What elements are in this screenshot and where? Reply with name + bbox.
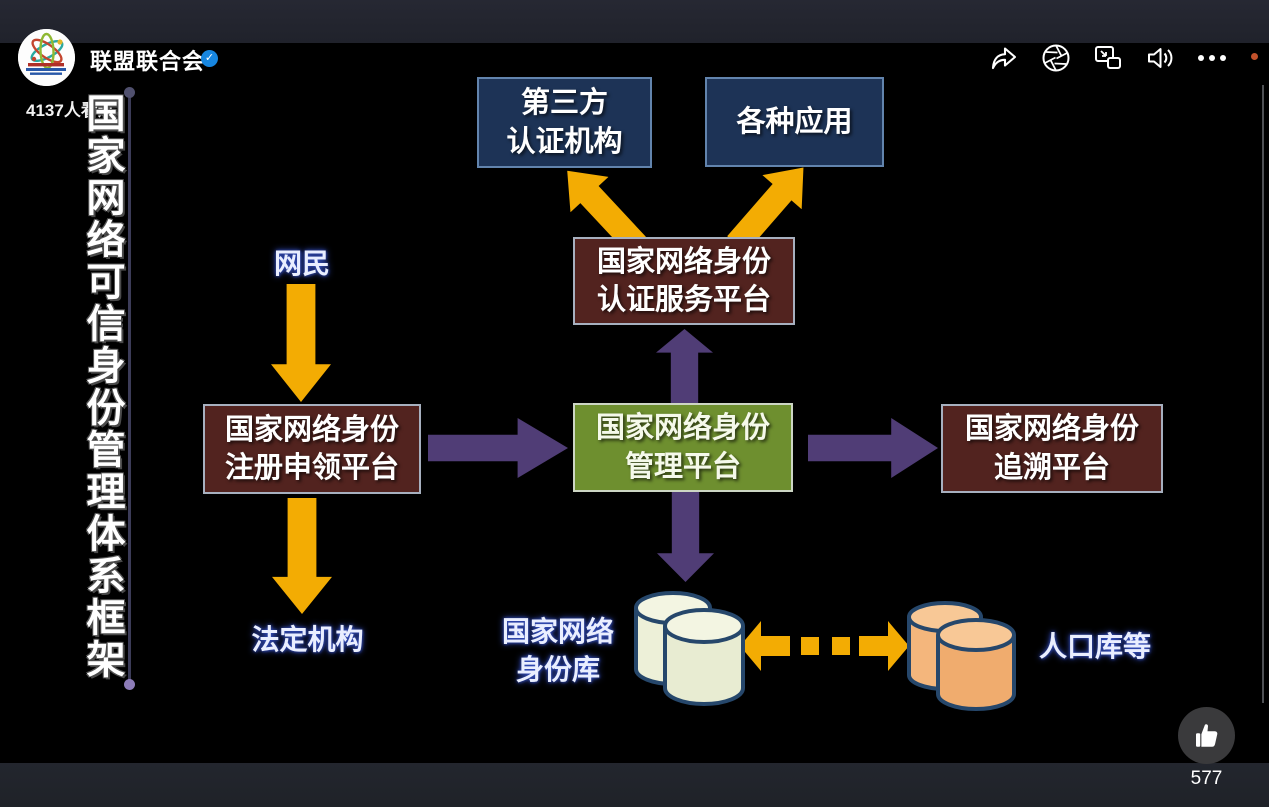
- box-line: 各种应用: [736, 105, 853, 138]
- view-count: 4137人看过: [26, 101, 115, 120]
- box-register-platform: 国家网络身份 注册申领平台: [203, 404, 421, 494]
- like-count: 577: [1190, 768, 1223, 789]
- box-line: 注册申领平台: [224, 452, 399, 484]
- box-line: 认证服务平台: [596, 284, 771, 316]
- arrow-manage-to-identity-db: [657, 492, 714, 582]
- identity-database-cylinders: [634, 591, 745, 706]
- label-legal-org: 法定机构: [251, 624, 364, 655]
- box-line: 认证机构: [506, 125, 623, 158]
- box-trace-platform: 国家网络身份 追溯平台: [941, 404, 1163, 493]
- title-rule-dot-bottom: [124, 679, 135, 690]
- thumbs-up-icon: [1195, 723, 1217, 747]
- arrow-register-to-manage: [428, 418, 568, 478]
- channel-avatar[interactable]: [18, 29, 75, 86]
- share-icon: [991, 46, 1016, 69]
- box-applications: 各种应用: [705, 77, 884, 167]
- box-line: 第三方: [520, 87, 608, 120]
- box-line: 国家网络身份: [595, 412, 770, 445]
- label-line: 身份库: [515, 653, 600, 685]
- box-line: 追溯平台: [993, 451, 1110, 484]
- effects-button[interactable]: [1040, 42, 1071, 73]
- like-button[interactable]: [1178, 707, 1235, 764]
- box-management-platform: 国家网络身份 管理平台: [573, 403, 793, 492]
- arrow-register-to-legal: [272, 498, 332, 614]
- title-rule-dot-top: [124, 87, 135, 98]
- box-line: 国家网络身份: [596, 245, 771, 278]
- box-auth-service-platform: 国家网络身份 认证服务平台: [573, 237, 795, 325]
- arrow-manage-to-trace: [808, 418, 938, 478]
- volume-button[interactable]: [1144, 42, 1175, 73]
- box-line: 国家网络身份: [224, 413, 399, 446]
- arrow-netizen-to-register: [271, 284, 331, 402]
- label-identity-db: 国家网络 身份库: [488, 613, 628, 689]
- slide-vertical-title: 国家网络可信身份管理体系框架: [81, 93, 124, 681]
- dashed-arrow-dash: [832, 637, 850, 655]
- label-netizen: 网民: [273, 248, 330, 279]
- picture-in-picture-icon: [1094, 45, 1121, 69]
- ellipsis-icon: [1197, 54, 1226, 61]
- label-line: 国家网络: [501, 616, 614, 647]
- share-button[interactable]: [988, 42, 1019, 73]
- player-top-bar: [0, 0, 1269, 43]
- more-button[interactable]: [1196, 42, 1227, 73]
- aperture-icon: [1042, 44, 1069, 71]
- box-third-party-ca: 第三方 认证机构: [477, 77, 652, 168]
- population-database-cylinders: [907, 601, 1016, 711]
- dashed-arrow-dash: [801, 637, 819, 655]
- slide-right-edge: [1262, 85, 1264, 703]
- channel-name[interactable]: 联盟联合会: [90, 49, 206, 74]
- box-line: 国家网络身份: [964, 413, 1139, 446]
- player-controls: [988, 42, 1227, 73]
- pip-button[interactable]: [1092, 42, 1123, 73]
- channel-logo-icon: [18, 29, 75, 86]
- title-rule-line: [128, 97, 131, 681]
- verified-badge-icon: ✓: [201, 50, 218, 67]
- label-population-db: 人口库等: [1038, 631, 1151, 662]
- arrow-manage-to-auth: [656, 329, 713, 403]
- box-line: 管理平台: [624, 450, 741, 483]
- status-dot: [1251, 53, 1258, 60]
- speaker-icon: [1147, 47, 1172, 68]
- player-bottom-bar: [0, 763, 1269, 807]
